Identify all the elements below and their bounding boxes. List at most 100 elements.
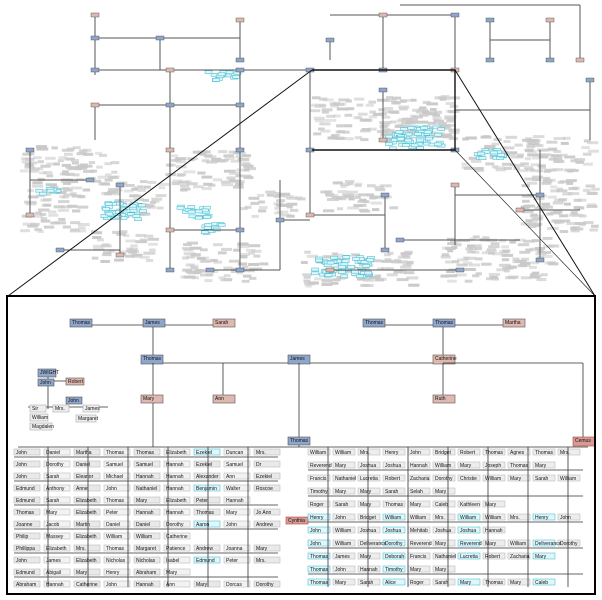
detail-name-node	[223, 556, 251, 564]
detail-name-node	[357, 474, 381, 482]
overview-highlight-node	[497, 153, 505, 157]
overview-grey-node	[448, 128, 460, 132]
detail-name-node	[43, 556, 71, 564]
detail-top-node	[362, 318, 386, 328]
detail-name-node	[382, 526, 406, 534]
overview-grey-node	[140, 180, 148, 184]
overview-grey-node	[176, 160, 187, 164]
overview-grey-node	[366, 193, 375, 197]
detail-name-node	[73, 520, 101, 528]
overview-grey-node	[542, 251, 551, 254]
overview-grey-node	[559, 219, 571, 223]
overview-grey-node	[67, 167, 79, 171]
overview-grey-node	[384, 258, 392, 262]
detail-name-node	[163, 520, 191, 528]
overview-highlight-node	[433, 142, 442, 147]
overview-grey-node	[404, 250, 413, 254]
overview-grey-node	[399, 270, 407, 274]
overview-highlight-node	[384, 134, 393, 139]
detail-name-node	[307, 552, 331, 560]
overview-node	[485, 57, 495, 63]
overview-grey-node	[49, 185, 59, 189]
overview-grey-node	[78, 195, 86, 199]
overview-grey-node	[456, 258, 469, 262]
detail-name-node	[43, 532, 71, 540]
detail-name-node	[193, 472, 221, 480]
overview-grey-node	[550, 185, 558, 189]
detail-name-node-label: Mary	[460, 463, 472, 469]
overview-grey-node	[199, 269, 211, 273]
overview-grey-node	[274, 206, 281, 210]
overview-grey-node	[542, 254, 553, 258]
overview-highlight-node	[38, 191, 47, 196]
overview-grey-node	[223, 266, 233, 270]
detail-name-node-label: Hannah	[136, 582, 154, 588]
overview-node	[450, 182, 460, 188]
detail-name-node	[382, 552, 406, 560]
overview-grey-node	[324, 190, 333, 194]
overview-grey-node	[63, 172, 75, 176]
overview-grey-node	[190, 266, 199, 270]
overview-grey-node	[100, 182, 110, 186]
overview-grey-node	[286, 205, 293, 209]
detail-top-node-label: Sarah	[215, 320, 229, 326]
overview-highlight-node	[195, 215, 203, 220]
detail-name-node-label: Thomas	[535, 450, 554, 456]
overview-grey-node	[125, 239, 136, 243]
overview-grey-node	[415, 110, 426, 114]
detail-name-node	[507, 578, 531, 586]
overview-grey-node	[530, 261, 540, 265]
overview-grey-node	[383, 130, 395, 134]
overview-grey-node	[336, 124, 344, 128]
detail-name-node-label: Elizabeth	[46, 546, 67, 552]
detail-name-node-label: Joshua	[460, 528, 477, 534]
overview-grey-node	[114, 258, 124, 262]
detail-name-node-label: William	[435, 463, 452, 469]
detail-name-node-label: Bridget	[360, 515, 376, 521]
detail-name-node	[253, 544, 281, 552]
overview-highlight-node	[352, 257, 360, 261]
overview-grey-node	[482, 236, 490, 240]
detail-name-node-label: Andrew	[196, 546, 213, 552]
overview-grey-node	[325, 193, 335, 197]
detail-name-node-label: Mary	[510, 580, 522, 586]
overview-grey-node	[201, 187, 212, 191]
detail-name-node	[307, 474, 331, 482]
overview-grey-node	[406, 262, 413, 266]
overview-grey-node	[213, 260, 222, 264]
overview-grey-node	[186, 255, 195, 259]
overview-grey-node	[521, 184, 530, 188]
detail-name-node-label: Mary	[166, 570, 178, 576]
detail-name-node	[457, 552, 481, 560]
overview-grey-node	[40, 198, 51, 202]
overview-grey-node	[113, 192, 121, 196]
detail-left-node-label: Mrs.	[55, 406, 65, 412]
overview-grey-node	[483, 147, 496, 151]
overview-highlight-node	[311, 267, 319, 272]
overview-node	[305, 212, 315, 218]
overview-highlight-node	[127, 212, 135, 216]
overview-highlight-node	[395, 130, 404, 134]
detail-name-node-label: Margaret	[136, 546, 157, 552]
overview-grey-node	[146, 259, 154, 262]
overview-grey-node	[305, 284, 312, 288]
overview-grey-node	[158, 182, 170, 186]
overview-grey-node	[567, 192, 580, 196]
detail-name-node-label: Elizabeth	[76, 510, 97, 516]
overview-grey-node	[243, 176, 254, 180]
overview-grey-node	[340, 185, 347, 188]
overview-grey-node	[60, 205, 72, 209]
detail-left-node	[75, 414, 97, 423]
detail-name-node	[73, 460, 101, 468]
overview-grey-node	[582, 152, 592, 156]
detail-name-node-label: Mrs.	[256, 558, 266, 564]
overview-grey-node	[190, 253, 201, 257]
overview-node	[450, 12, 460, 18]
overview-grey-node	[462, 256, 470, 260]
detail-name-node	[103, 448, 131, 456]
overview-highlight-node	[134, 217, 142, 221]
detail-name-node-label: Thomas	[310, 580, 329, 586]
detail-name-node-label: William	[510, 541, 527, 547]
overview-grey-node	[531, 217, 543, 221]
overview-grey-node	[509, 240, 516, 244]
